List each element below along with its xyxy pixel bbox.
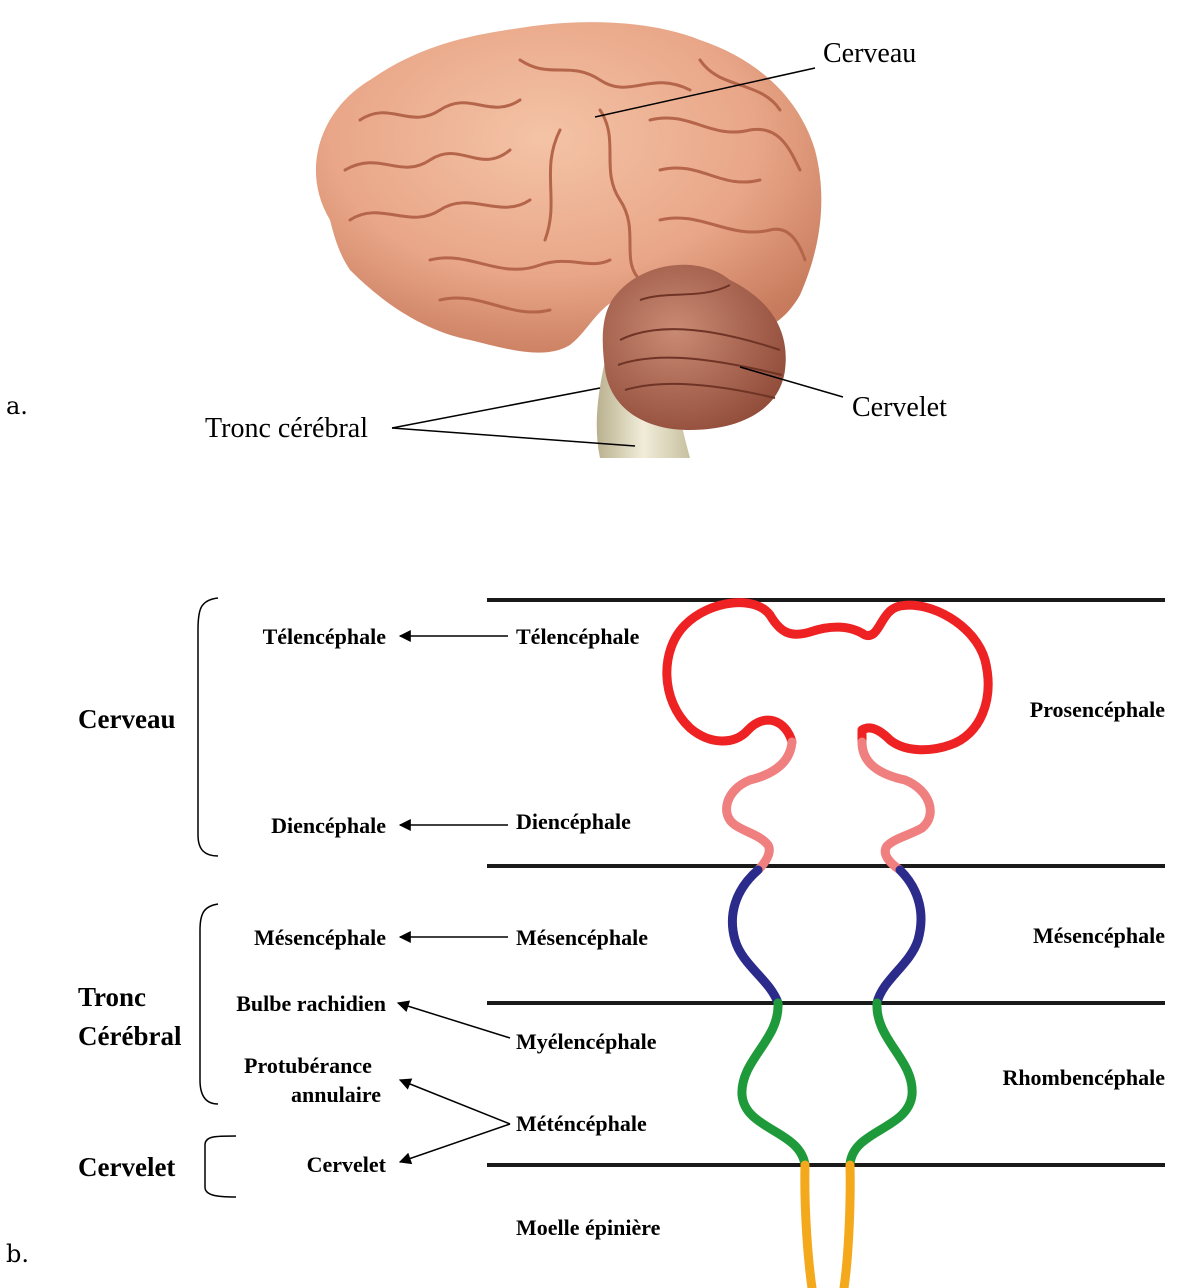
group-cerveau-label: Cerveau <box>78 704 175 734</box>
neural-tube <box>667 603 988 1288</box>
panel-a: a. <box>6 22 947 458</box>
mesencephale-outline-right <box>877 870 921 1003</box>
diencephale-outline-left <box>727 742 792 870</box>
group-braces <box>198 598 236 1197</box>
panel-b: b. <box>6 598 1165 1288</box>
embryo-moelle-label: Moelle épinière <box>516 1215 661 1240</box>
adult-bulbe-label: Bulbe rachidien <box>236 991 386 1016</box>
embryo-telencephale-label: Télencéphale <box>516 624 640 649</box>
embryo-mesencephale-label: Mésencéphale <box>516 925 648 950</box>
panel-a-letter: a. <box>6 392 28 420</box>
rhombencephale-outline-right <box>850 1003 912 1165</box>
arrows <box>398 636 510 1162</box>
panel-b-letter: b. <box>6 1240 29 1268</box>
arrow-cervelet <box>400 1124 510 1162</box>
tronc-leader-1 <box>392 388 600 428</box>
adult-protuberance-label-2: annulaire <box>291 1082 381 1107</box>
embryo-diencephale-label: Diencéphale <box>516 809 631 834</box>
diencephale-outline-right <box>862 742 930 870</box>
adult-mesencephale-label: Mésencéphale <box>254 925 386 950</box>
group-tronc-label-2: Cérébral <box>78 1021 182 1051</box>
group-tronc-label-1: Tronc <box>78 982 146 1012</box>
group-cervelet-label: Cervelet <box>78 1152 175 1182</box>
adult-diencephale-label: Diencéphale <box>271 813 386 838</box>
adult-cervelet-label: Cervelet <box>307 1152 387 1177</box>
cervelet-label: Cervelet <box>852 392 947 423</box>
embryo-myelencephale-label: Myélencéphale <box>516 1029 657 1054</box>
tronc-brace <box>200 904 218 1104</box>
vesicle-mesencephale-label: Mésencéphale <box>1033 923 1165 948</box>
moelle-outline <box>805 1165 850 1288</box>
adult-protuberance-label-1: Protubérance <box>244 1053 372 1078</box>
embryo-metencephale-label: Météncéphale <box>516 1111 647 1136</box>
cerveau-brace <box>198 598 218 856</box>
cervelet-brace <box>205 1136 236 1197</box>
adult-telencephale-label: Télencéphale <box>263 624 387 649</box>
tronc-cerebral-label: Tronc cérébral <box>205 413 368 444</box>
cerveau-label: Cerveau <box>823 38 916 69</box>
vesicle-rhombencephale-label: Rhombencéphale <box>1002 1065 1165 1090</box>
arrow-bulbe <box>398 1003 510 1038</box>
telencephale-outline <box>667 603 988 750</box>
mesencephale-outline-left <box>732 870 778 1003</box>
rhombencephale-outline-left <box>742 1003 805 1165</box>
vesicle-prosencephale-label: Prosencéphale <box>1030 697 1165 722</box>
arrow-protuberance <box>400 1080 510 1124</box>
brain-illustration <box>316 22 821 458</box>
